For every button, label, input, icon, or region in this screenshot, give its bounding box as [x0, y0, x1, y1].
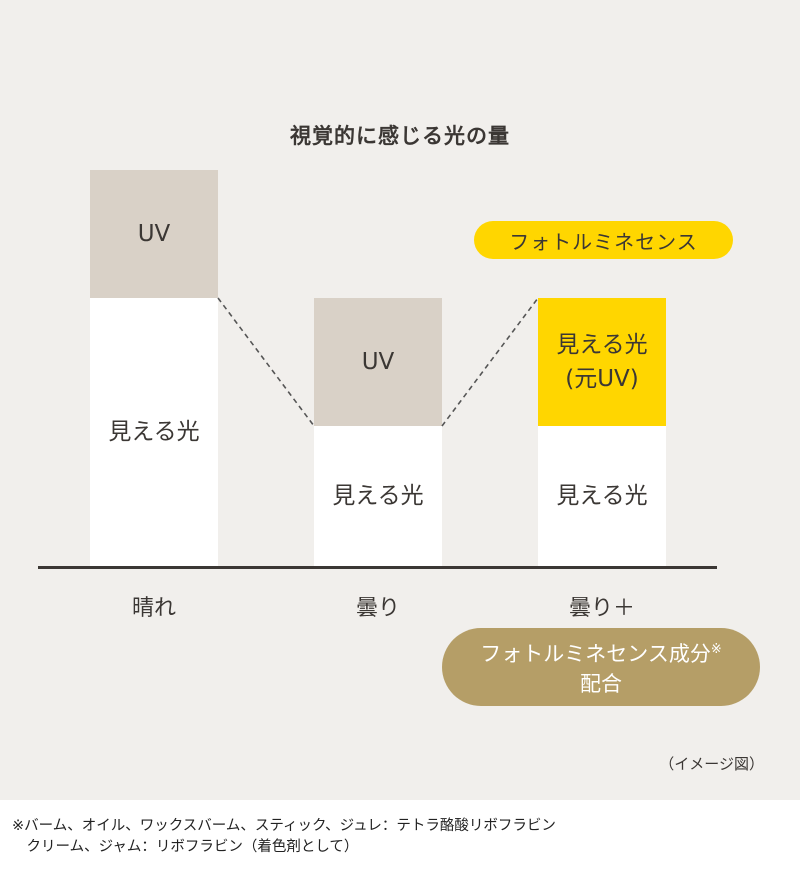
- bar-sunny-visible: 見える光: [90, 298, 218, 566]
- bar-sunny-visible-label: 見える光: [108, 419, 200, 445]
- category-cloudy: 曇り: [355, 596, 400, 621]
- bar-sunny-uv: UV: [90, 170, 218, 298]
- category-cloudy-plus: 曇り＋: [568, 596, 635, 621]
- ingredient-badge-line2: 配合: [580, 672, 622, 696]
- bar-cloudy-visible-label: 見える光: [332, 483, 424, 509]
- bar-sunny-uv-label: UV: [137, 221, 171, 247]
- bar-cloudy-uv: UV: [314, 298, 442, 426]
- diagram-panel: 視覚的に感じる光の量 UV 見える光 UV 見える光 見える光 (元UV) 見え…: [0, 0, 800, 800]
- ingredient-badge-line1: フォトルミネセンス成分※: [480, 635, 722, 669]
- footnote: ※バーム、オイル、ワックスバーム、スティック、ジュレ：テトラ酪酸リボフラビン ク…: [12, 818, 556, 855]
- category-sunny: 晴れ: [131, 596, 176, 621]
- bar-cloudy-plus-visible: 見える光: [538, 426, 666, 566]
- diagram-title: 視覚的に感じる光の量: [290, 124, 510, 148]
- bar-cloudy-plus-converted: 見える光 (元UV): [538, 298, 666, 426]
- ingredient-badge: フォトルミネセンス成分※ 配合: [442, 628, 760, 706]
- connector-sunny-cloudy: [217, 297, 315, 427]
- ingredient-badge-text: フォトルミネセンス成分: [480, 642, 711, 666]
- bar-cloudy-uv-label: UV: [361, 349, 395, 375]
- footnote-mark: ※: [710, 642, 722, 657]
- bar-cloudy-plus-converted-label: 見える光 (元UV): [556, 332, 648, 392]
- bar-cloudy-visible: 見える光: [314, 426, 442, 566]
- photoluminescence-badge: フォトルミネセンス: [474, 221, 733, 259]
- bar-cloudy-plus-visible-label: 見える光: [556, 483, 648, 509]
- connector-cloudy-cloudyplus: [441, 297, 539, 427]
- baseline: [38, 566, 717, 569]
- image-caption: （イメージ図）: [659, 755, 764, 773]
